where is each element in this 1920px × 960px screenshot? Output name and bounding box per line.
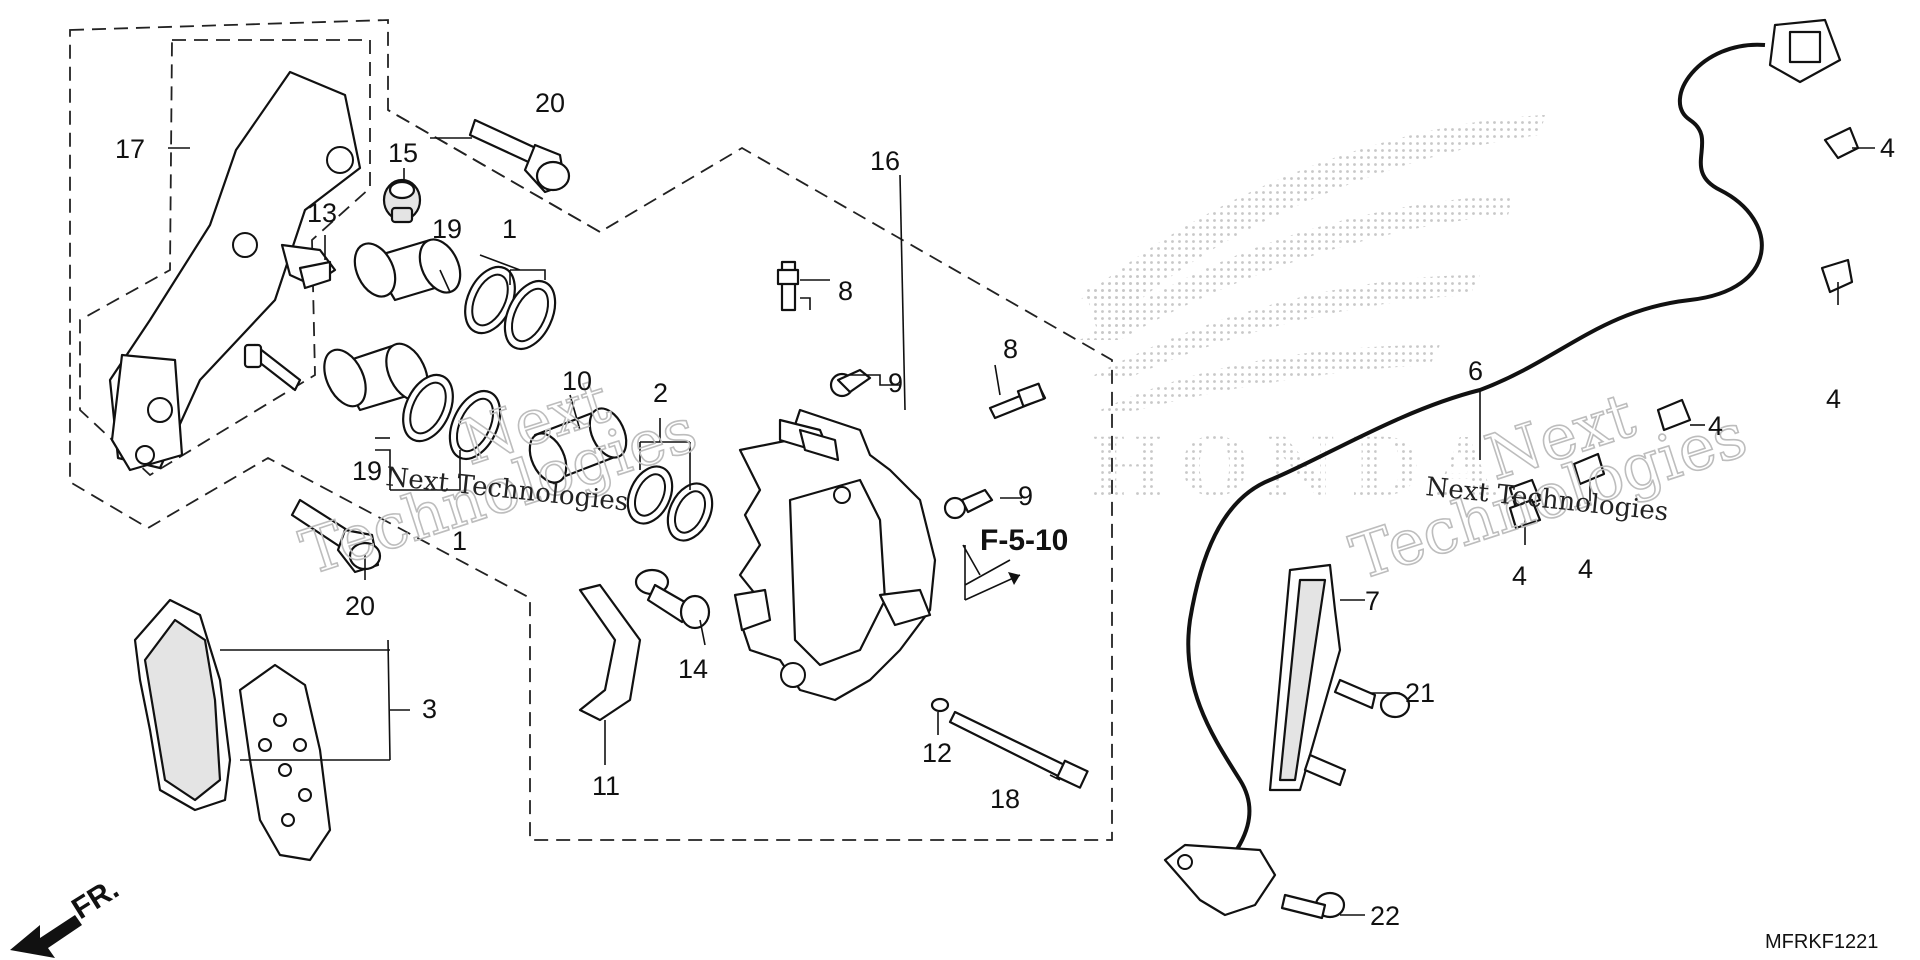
caliper-bracket <box>108 70 362 472</box>
label-part-2: 2 <box>653 378 668 408</box>
caliper-body <box>733 408 937 702</box>
label-part-18: 18 <box>990 784 1020 814</box>
label-part-21: 21 <box>1405 678 1435 708</box>
label-part-4-c: 4 <box>1708 411 1723 441</box>
label-part-20-lower: 20 <box>345 591 375 621</box>
label-part-8-upper: 8 <box>838 276 853 306</box>
label-part-9-lower: 9 <box>1018 481 1033 511</box>
bleeder-valves <box>776 260 1047 420</box>
label-part-4-d: 4 <box>1578 554 1593 584</box>
label-part-14: 14 <box>678 654 708 684</box>
reference-arrow <box>964 572 1021 601</box>
pin-bolt <box>634 568 711 630</box>
honda-wing-emblem: HONDA <box>1080 115 1545 514</box>
label-part-4-e: 4 <box>1512 561 1527 591</box>
piston-upper <box>353 238 462 302</box>
label-part-19-upper: 19 <box>432 214 462 244</box>
part-labels: 17 13 15 20 19 1 10 2 19 1 20 3 11 14 16… <box>115 88 1895 953</box>
label-part-15: 15 <box>388 138 418 168</box>
label-part-9-upper: 9 <box>888 368 903 398</box>
label-part-6: 6 <box>1468 356 1483 386</box>
label-part-16: 16 <box>870 146 900 176</box>
boot-seal <box>382 178 422 224</box>
pad-spring-clip <box>280 243 337 290</box>
label-part-1-upper: 1 <box>502 214 517 244</box>
label-part-1-lower: 1 <box>452 526 467 556</box>
label-part-17: 17 <box>115 134 145 164</box>
pad-retainer-spring <box>578 583 642 722</box>
label-part-7: 7 <box>1365 586 1380 616</box>
harness-clamps <box>1508 126 1860 530</box>
leader-lines <box>168 137 1875 916</box>
front-direction-arrow: FR. <box>10 872 125 958</box>
label-part-12: 12 <box>922 738 952 768</box>
wheel-speed-sensor-harness <box>1163 18 1842 920</box>
label-part-11: 11 <box>592 771 620 801</box>
bolt-lower <box>290 498 382 574</box>
diagram-code: MFRKF1221 <box>1765 931 1878 953</box>
brake-pad-set <box>133 598 332 862</box>
reference-label: F-5-10 <box>980 524 1068 557</box>
label-part-4-a: 4 <box>1880 133 1895 163</box>
label-part-3: 3 <box>422 694 437 724</box>
label-part-22: 22 <box>1370 901 1400 931</box>
label-part-4-b: 4 <box>1826 384 1841 414</box>
honda-emblem-text: HONDA <box>1090 420 1510 514</box>
assembly-outlines <box>69 19 1113 841</box>
label-part-13: 13 <box>307 198 337 228</box>
label-part-10: 10 <box>562 366 592 396</box>
label-part-20-upper: 20 <box>535 88 565 118</box>
label-part-8-lower: 8 <box>1003 334 1018 364</box>
bolt-upper <box>468 118 571 194</box>
washer-and-pin <box>930 697 1089 789</box>
piston-lower <box>323 342 628 484</box>
piston-seals <box>402 265 714 542</box>
label-part-19-lower: 19 <box>352 456 382 486</box>
